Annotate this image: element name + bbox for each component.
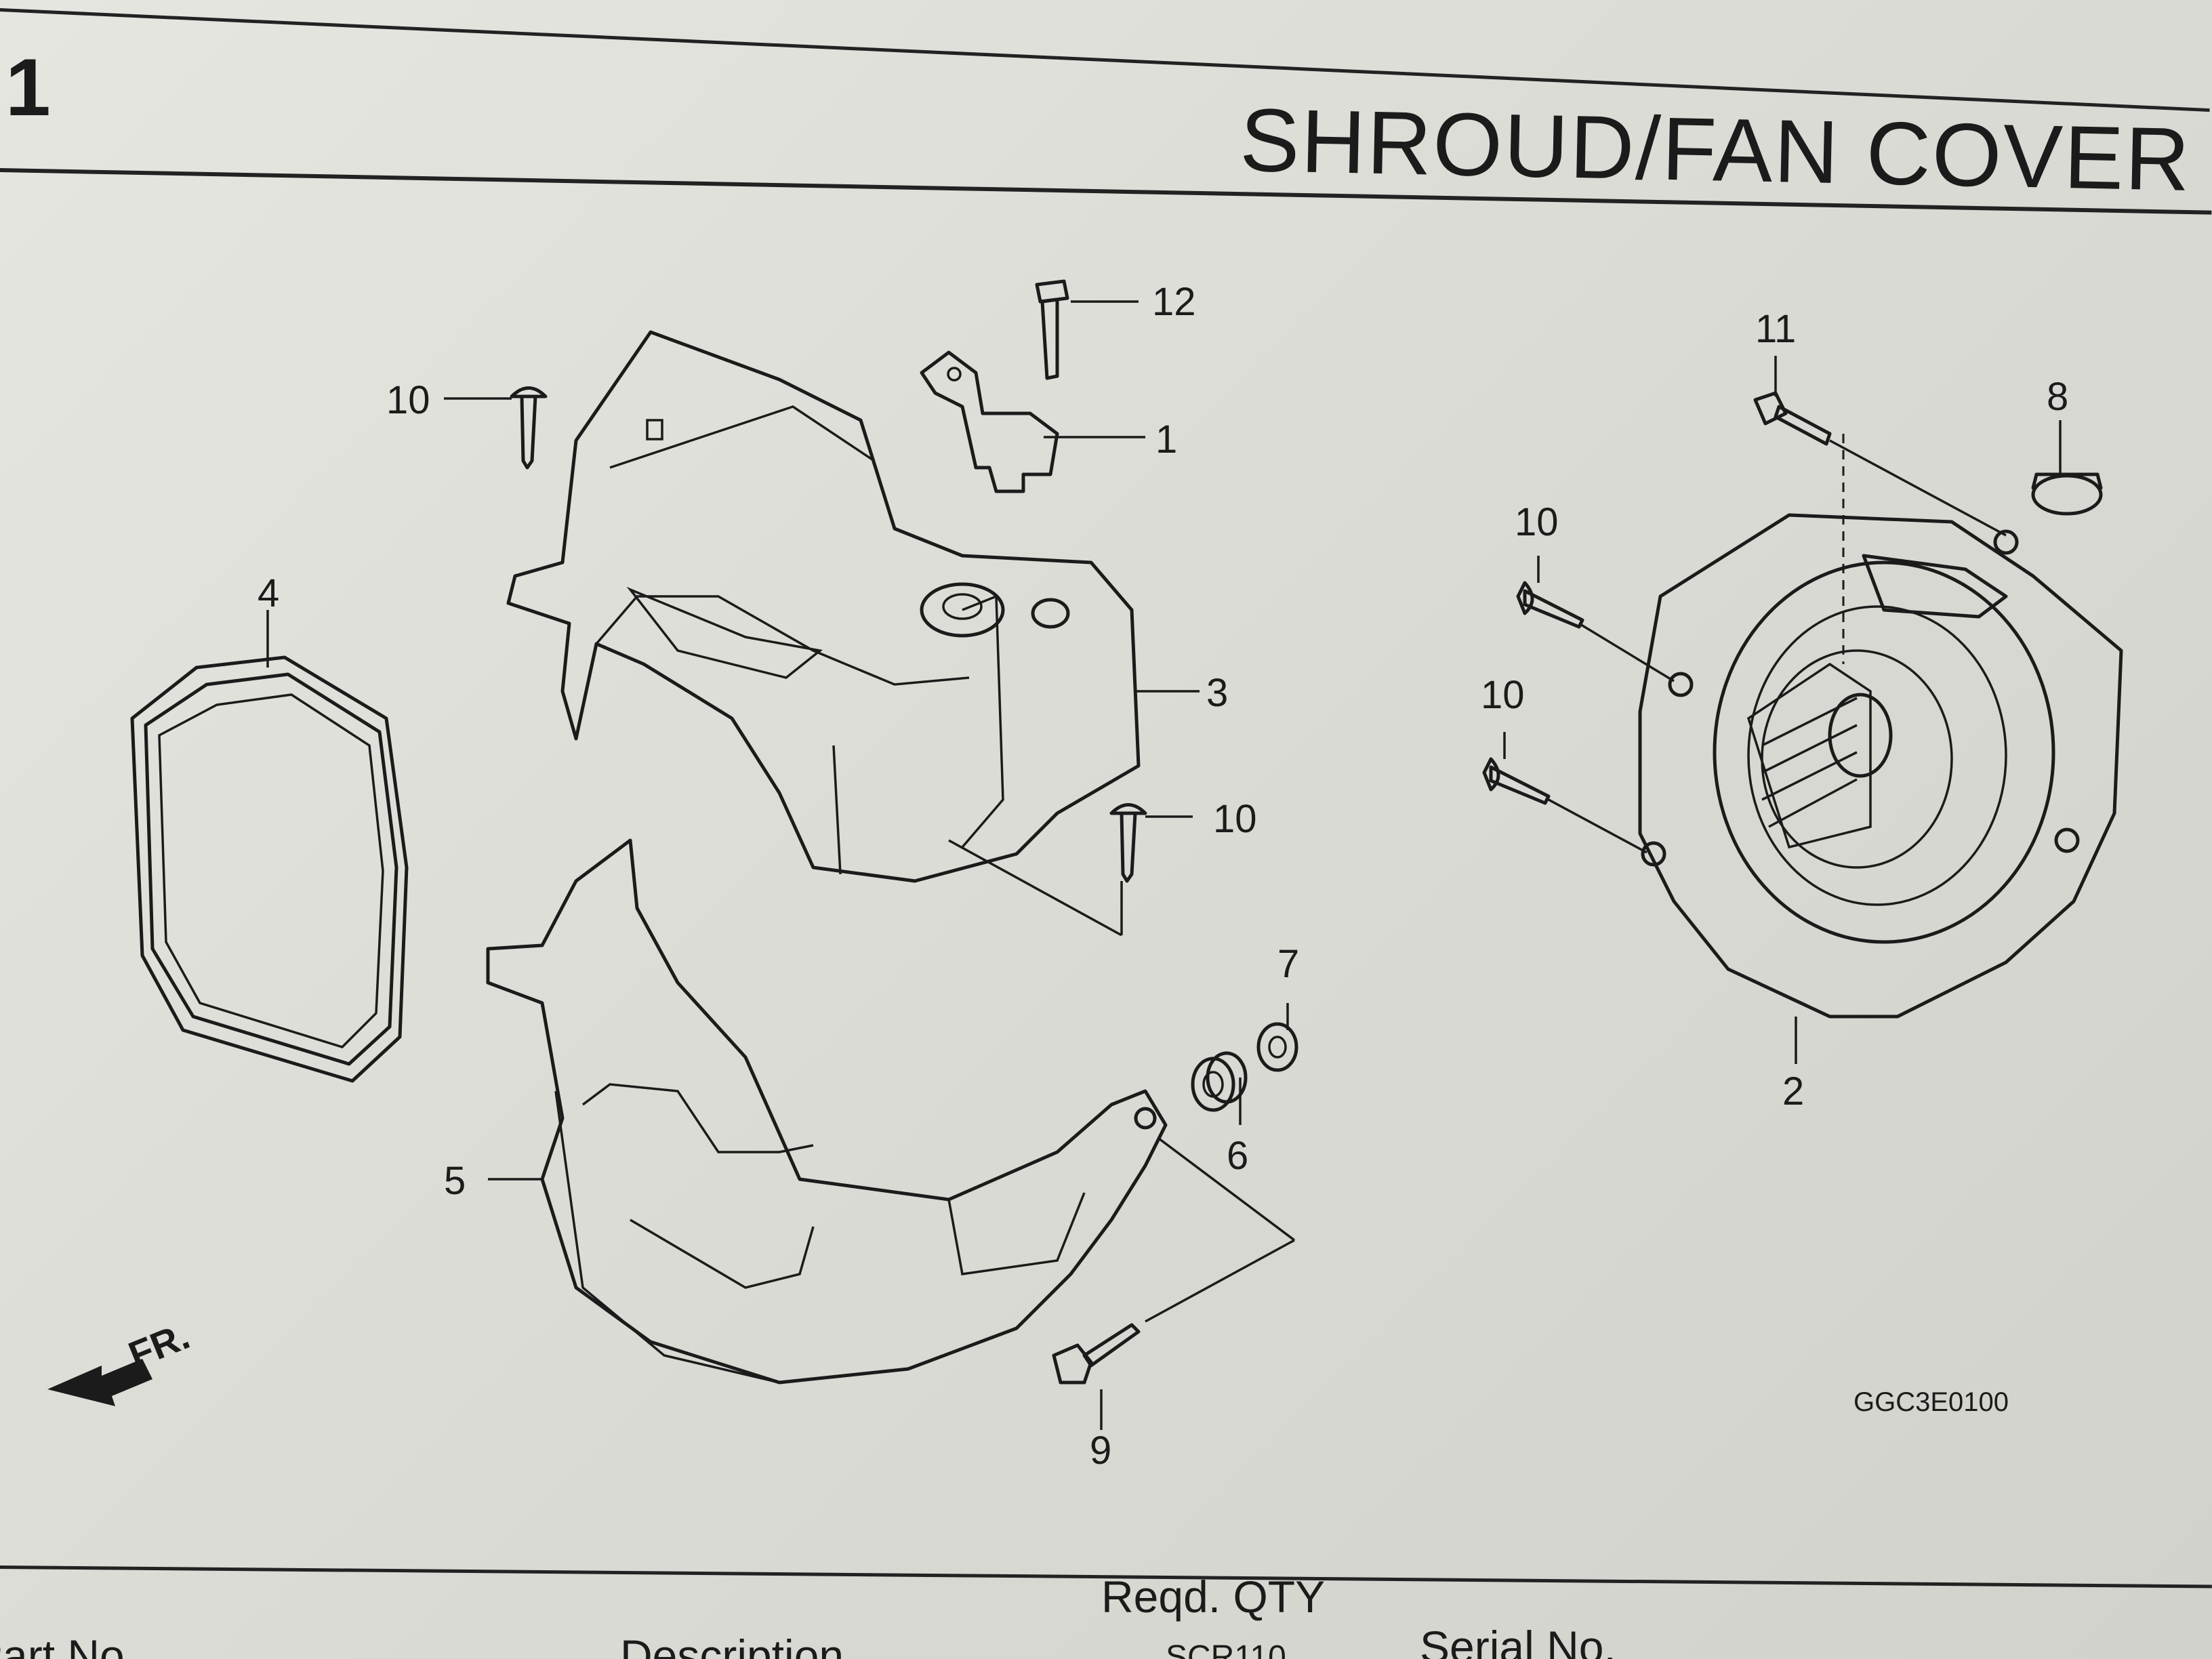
- part-2-fan-cover: [1638, 513, 2123, 1019]
- callout-10-top-left: 10: [386, 378, 430, 422]
- callout-5: 5: [444, 1159, 466, 1203]
- part-1-bracket: [920, 350, 1059, 493]
- part-5-lower-shroud: [486, 838, 1168, 1385]
- callout-6: 6: [1227, 1134, 1248, 1178]
- part-10-screw-a: [510, 386, 548, 470]
- part-8-cap: [2031, 472, 2103, 516]
- part-12-bolt: [1753, 391, 1832, 446]
- part-10-screw-d: [1482, 757, 1551, 805]
- callout-3: 3: [1206, 671, 1228, 715]
- serial-no-header: Serial No.: [1420, 1622, 1616, 1659]
- callout-10-middle: 10: [1213, 797, 1257, 841]
- callout-10-right-upper: 10: [1515, 500, 1559, 544]
- part-11-bolt: [1035, 279, 1069, 380]
- callout-4: 4: [258, 571, 279, 615]
- leader-lines: [266, 300, 2062, 1430]
- drawing-code: GGC3E0100: [1853, 1387, 2009, 1417]
- part-3-upper-shroud: [506, 330, 1141, 883]
- callout-7: 7: [1277, 942, 1299, 986]
- reqd-qty-header: Reqd. QTY: [1101, 1572, 1326, 1622]
- part-no-header: Part No.: [0, 1631, 138, 1659]
- part-10-screw-b: [1109, 803, 1147, 883]
- callout-2: 2: [1782, 1069, 1804, 1113]
- part-6-grommet: [1191, 1051, 1248, 1112]
- callout-12: 11: [1755, 307, 1796, 351]
- part-4-gasket: [130, 655, 409, 1083]
- model-header: SCR110: [1166, 1639, 1286, 1659]
- description-header: Description: [620, 1631, 844, 1659]
- part-10-screw-c: [1516, 581, 1584, 629]
- callout-1: 1: [1155, 417, 1177, 462]
- callout-9: 9: [1090, 1429, 1111, 1473]
- front-direction-indicator: FR.: [47, 1314, 195, 1406]
- part-7-grommet: [1256, 1022, 1298, 1072]
- callout-10-right-lower: 10: [1481, 673, 1525, 717]
- part-9-bolt: [1052, 1323, 1141, 1385]
- callout-8: 8: [2047, 375, 2068, 419]
- section-number: 1: [5, 42, 51, 133]
- callout-11: 12: [1152, 280, 1196, 324]
